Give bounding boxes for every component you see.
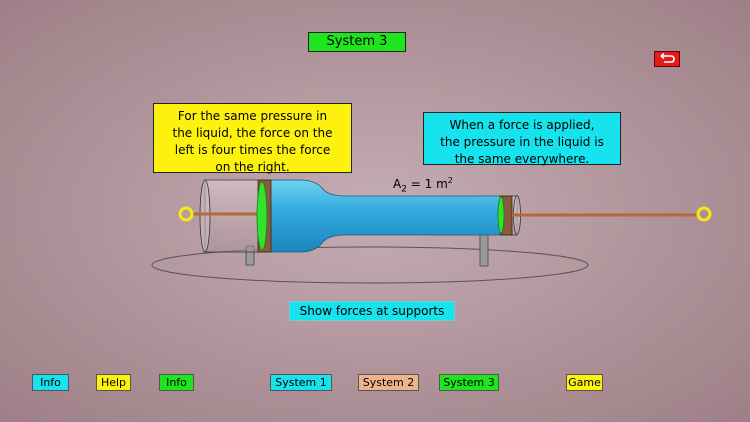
small-piston-face xyxy=(497,196,505,234)
system-3-button[interactable]: System 3 xyxy=(439,374,499,391)
ground-ellipse xyxy=(151,246,589,284)
return-arrow-icon xyxy=(660,52,675,63)
info-note-force-ratio: For the same pressure in the liquid, the… xyxy=(153,103,352,174)
game-button[interactable]: Game xyxy=(566,374,603,391)
left-rod-ring xyxy=(178,206,194,222)
liquid-body xyxy=(265,179,504,253)
system-1-button[interactable]: System 1 xyxy=(270,374,332,391)
help-button[interactable]: Help xyxy=(96,374,131,391)
large-cylinder-end xyxy=(199,179,211,253)
info-note-pressure: When a force is applied, the pressure in… xyxy=(423,112,621,166)
large-piston-face xyxy=(256,181,268,251)
info-button-2[interactable]: Info xyxy=(159,374,194,391)
area-label: A2 = 1 m2 xyxy=(393,176,453,195)
right-rod-ring xyxy=(696,206,712,222)
back-button[interactable] xyxy=(654,51,680,67)
page-title: System 3 xyxy=(308,32,406,52)
show-forces-button[interactable]: Show forces at supports xyxy=(289,301,455,321)
system-2-button[interactable]: System 2 xyxy=(358,374,419,391)
right-support xyxy=(479,230,489,267)
info-button-1[interactable]: Info xyxy=(32,374,69,391)
